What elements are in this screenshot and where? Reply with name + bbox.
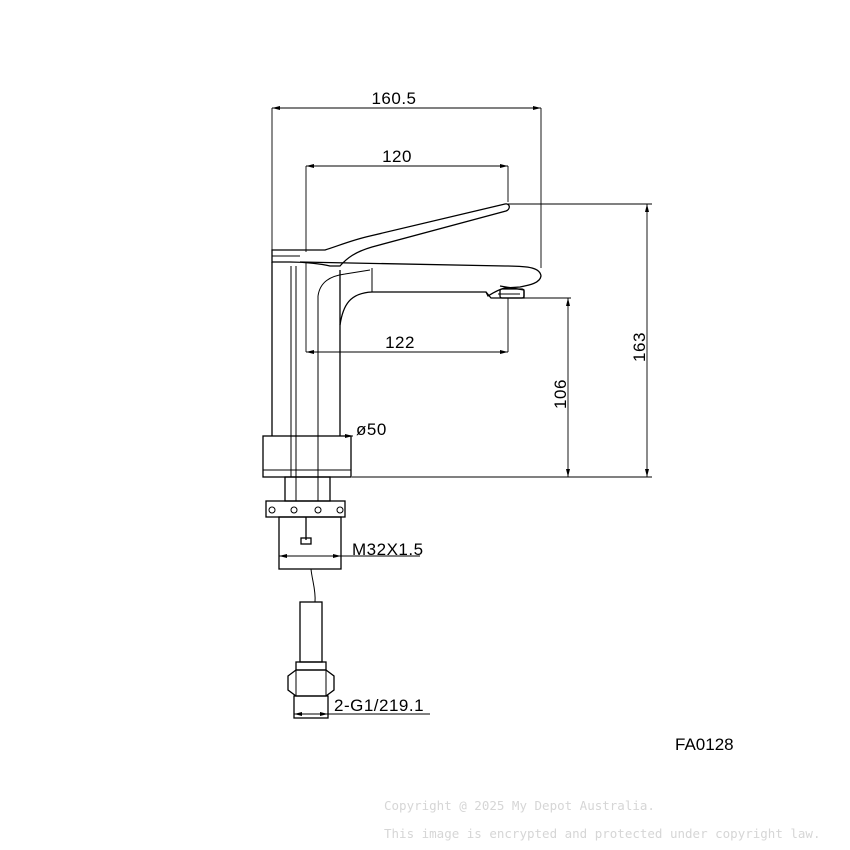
base-diameter-label: ø50 bbox=[356, 420, 387, 439]
outlet-height-label: 106 bbox=[551, 379, 570, 409]
watermark-line-1: Copyright @ 2025 My Depot Australia. bbox=[384, 798, 655, 813]
dimension-base-diameter: ø50 bbox=[263, 420, 387, 439]
dimension-handle-length: 120 bbox=[305, 147, 509, 252]
watermark-line-2: This image is encrypted and protected un… bbox=[384, 826, 821, 841]
aerator bbox=[499, 288, 525, 299]
thread-label: M32X1.5 bbox=[352, 540, 424, 559]
dimension-thread: M32X1.5 bbox=[279, 540, 424, 559]
dimension-overall-width: 160.5 bbox=[271, 89, 542, 268]
dimension-hose-connector: 2-G1/219.1 bbox=[294, 696, 430, 716]
hose-connector-label: 2-G1/219.1 bbox=[334, 696, 424, 715]
dimension-outlet-height: 106 bbox=[520, 297, 571, 477]
faucet-body bbox=[262, 203, 542, 478]
supply-hose bbox=[287, 568, 335, 719]
dimension-total-height: 163 bbox=[508, 203, 652, 477]
spout-reach-label: 122 bbox=[385, 333, 415, 352]
mounting-assembly bbox=[265, 476, 346, 570]
overall-width-label: 160.5 bbox=[371, 89, 416, 108]
base-ring bbox=[262, 435, 352, 478]
total-height-label: 163 bbox=[630, 332, 649, 362]
handle-length-label: 120 bbox=[382, 147, 412, 166]
model-code: FA0128 bbox=[675, 735, 734, 754]
